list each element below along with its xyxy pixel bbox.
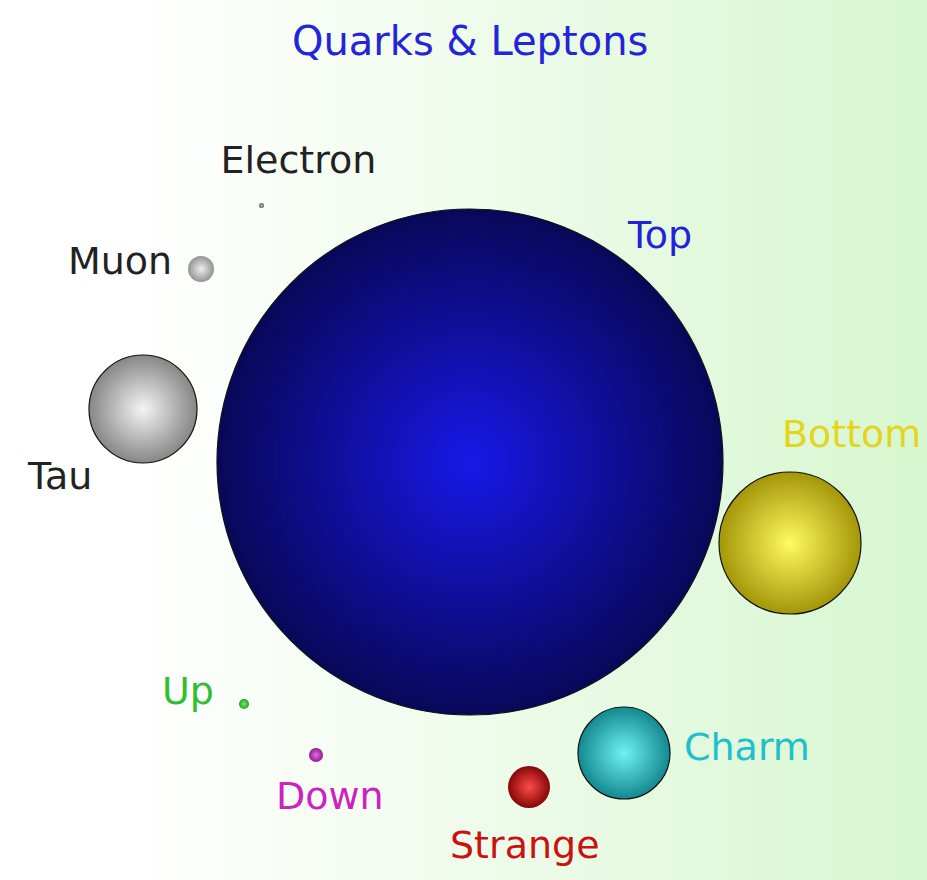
- particle-label: Tau: [28, 455, 92, 499]
- particle-label: Top: [628, 214, 692, 258]
- sphere-circle: [89, 355, 197, 463]
- particle-sphere: Muon: [188, 256, 214, 282]
- sphere-circle: [578, 707, 670, 799]
- sphere-shape: [217, 209, 723, 715]
- particle-sphere: Strange: [508, 766, 550, 808]
- sphere-shape: [578, 707, 670, 799]
- sphere-circle: [239, 699, 249, 709]
- particle-label: Strange: [450, 824, 600, 868]
- particle-sphere: Bottom: [719, 472, 861, 614]
- sphere-circle: [259, 203, 264, 208]
- particle-label: Electron: [221, 139, 377, 183]
- sphere-circle: [508, 766, 550, 808]
- particle-label: Bottom: [782, 413, 921, 457]
- particle-label: Up: [162, 670, 214, 714]
- sphere-shape: [259, 203, 264, 208]
- sphere-shape: [239, 699, 249, 709]
- sphere-circle: [188, 256, 214, 282]
- particle-label: Down: [276, 775, 384, 819]
- sphere-shape: [188, 256, 214, 282]
- particle-sphere: Tau: [89, 355, 197, 463]
- sphere-circle: [217, 209, 723, 715]
- sphere-shape: [309, 748, 323, 762]
- sphere-shape: [719, 472, 861, 614]
- particle-sphere: Top: [217, 209, 723, 715]
- sphere-shape: [508, 766, 550, 808]
- particle-sphere: Up: [239, 699, 249, 709]
- particle-sphere: Down: [309, 748, 323, 762]
- diagram-title: Quarks & Leptons: [292, 18, 648, 64]
- sphere-shape: [89, 355, 197, 463]
- particle-sphere: Charm: [578, 707, 670, 799]
- sphere-circle: [309, 748, 323, 762]
- sphere-circle: [719, 472, 861, 614]
- particle-label: Charm: [684, 726, 810, 770]
- particle-label: Muon: [68, 240, 172, 284]
- particle-sphere: Electron: [259, 203, 264, 208]
